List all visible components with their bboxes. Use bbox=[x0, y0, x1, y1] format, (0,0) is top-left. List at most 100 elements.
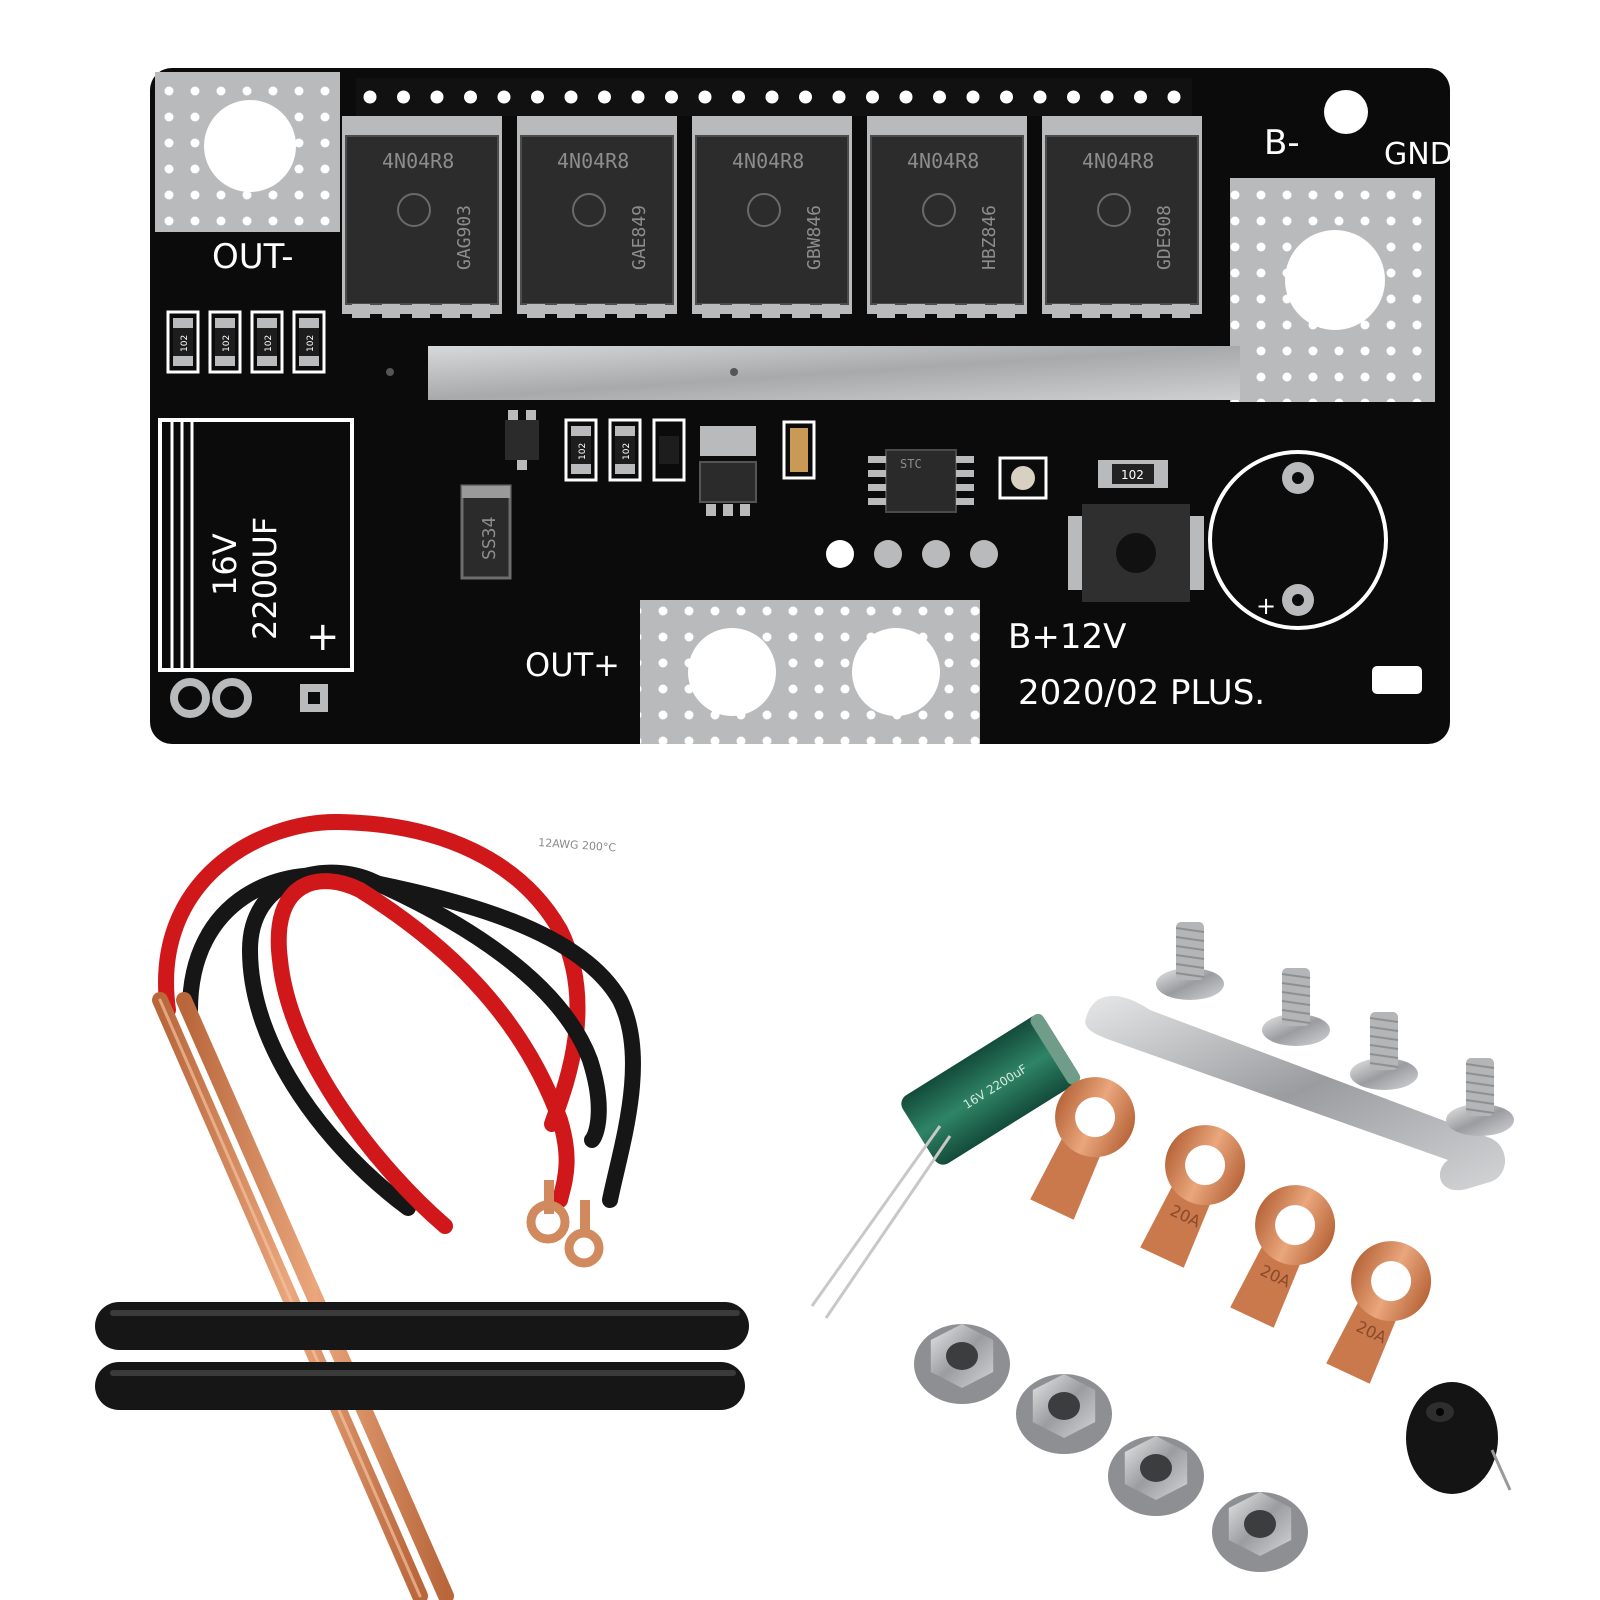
header-hole bbox=[765, 90, 779, 104]
header-hole bbox=[832, 90, 846, 104]
header-hole bbox=[1100, 90, 1114, 104]
mosfet-lot-code: GAE849 bbox=[629, 205, 650, 270]
header-hole bbox=[531, 90, 544, 104]
b-minus-label: B- bbox=[1264, 123, 1300, 163]
version-label: 2020/02 PLUS. bbox=[1018, 673, 1265, 713]
red-wire-short bbox=[270, 873, 575, 1234]
screw-1 bbox=[1156, 922, 1224, 1000]
nut-3 bbox=[1108, 1436, 1204, 1516]
out-minus-terminal-pad bbox=[155, 72, 340, 232]
resistor-code: 102 bbox=[622, 443, 632, 460]
resistor-code: 102 bbox=[180, 335, 190, 352]
resistor-vertical bbox=[782, 420, 816, 480]
screws bbox=[1156, 922, 1514, 1136]
header-hole bbox=[732, 90, 745, 104]
cap-plus-label: + bbox=[306, 614, 340, 660]
mosfet-part-number: 4N04R8 bbox=[907, 149, 979, 173]
tin-bus-bar bbox=[428, 346, 1240, 400]
out-minus-label: OUT- bbox=[212, 237, 294, 277]
wire-ring-terminals bbox=[526, 1180, 604, 1268]
buzzer-plus-label: + bbox=[1256, 592, 1276, 620]
header-hole bbox=[430, 90, 444, 104]
heat-shrink-tubes bbox=[95, 1302, 749, 1410]
heat-shrink-tube-2 bbox=[95, 1362, 745, 1410]
header-hole bbox=[665, 90, 678, 104]
header-hole bbox=[1033, 90, 1047, 104]
mosfet-lot-code: GDE908 bbox=[1154, 205, 1175, 270]
mosfet-part-number: 4N04R8 bbox=[382, 149, 454, 173]
buzzer bbox=[1406, 1382, 1512, 1494]
mounting-hole bbox=[204, 100, 296, 192]
header-hole bbox=[363, 90, 377, 104]
screw-3 bbox=[1350, 1012, 1418, 1090]
mounting-hole bbox=[1285, 230, 1385, 330]
resistor-1: 102 bbox=[166, 310, 200, 374]
header-hole bbox=[1134, 90, 1147, 104]
nickel-strip bbox=[1085, 995, 1505, 1191]
header-hole bbox=[464, 90, 477, 104]
nut-4 bbox=[1212, 1492, 1308, 1572]
header-hole bbox=[966, 90, 980, 104]
mosfet-part-number: 4N04R8 bbox=[732, 149, 804, 173]
ring-lug-2: 20A bbox=[1140, 1125, 1246, 1268]
gnd-terminal-pad bbox=[1230, 90, 1435, 402]
trigger-button bbox=[998, 456, 1204, 602]
b-plus-label: B+12V bbox=[1008, 617, 1126, 657]
header-hole bbox=[1167, 90, 1181, 104]
spot-welder-pcb: 4N04R8GAG9034N04R8GAE8494N04R8GBW8464N04… bbox=[150, 68, 1453, 744]
resistor-2: 102 bbox=[208, 310, 242, 374]
gnd-label: GND bbox=[1384, 137, 1453, 172]
nut-2 bbox=[1016, 1374, 1112, 1454]
smd-capacitor-footprint: 16V 2200UF + bbox=[158, 418, 354, 718]
resistor-6: 102 bbox=[608, 418, 642, 482]
out-plus-label: OUT+ bbox=[525, 646, 620, 684]
header-hole bbox=[1000, 90, 1013, 104]
out-plus-terminal-pads bbox=[640, 600, 980, 744]
heat-shrink-tube-1 bbox=[95, 1302, 749, 1350]
mounting-hole bbox=[1324, 90, 1368, 134]
resistor-3: 102 bbox=[250, 310, 284, 374]
resistor-4: 102 bbox=[292, 310, 326, 374]
mounting-hole bbox=[688, 628, 776, 716]
mosfet-lot-code: GAG903 bbox=[454, 205, 475, 270]
smd-transistor bbox=[505, 410, 539, 470]
header-hole bbox=[497, 90, 511, 104]
header-hole bbox=[631, 90, 645, 104]
mosfet-array: 4N04R8GAG9034N04R8GAE8494N04R8GBW8464N04… bbox=[342, 116, 1202, 318]
resistor-right-code: 102 bbox=[1121, 468, 1144, 482]
ring-lug-3: 20A bbox=[1230, 1185, 1336, 1328]
mosfet-lot-code: HBZ846 bbox=[979, 205, 1000, 270]
cap-voltage-label: 16V bbox=[206, 533, 244, 596]
wire-set: 12AWG 200°C bbox=[152, 813, 641, 1600]
header-hole bbox=[799, 90, 812, 104]
silkscreen-mark bbox=[1372, 666, 1422, 694]
diode-label: SS34 bbox=[479, 517, 500, 560]
black-wire-long bbox=[182, 867, 641, 1208]
electrolytic-capacitor: 16V 2200uF bbox=[810, 1013, 1081, 1319]
wire-print-label: 12AWG 200°C bbox=[538, 836, 617, 854]
smd-diode-small bbox=[652, 418, 686, 482]
programming-pads bbox=[826, 540, 998, 568]
resistor-right: 102 bbox=[1098, 460, 1168, 488]
screw-2 bbox=[1262, 968, 1330, 1046]
screw-4 bbox=[1446, 1058, 1514, 1136]
schottky-diode: SS34 bbox=[460, 484, 512, 580]
mosfet-lot-code: GBW846 bbox=[804, 205, 825, 270]
header-hole bbox=[397, 90, 410, 104]
resistor-5: 102 bbox=[564, 418, 598, 482]
mounting-hole bbox=[852, 628, 940, 716]
header-pad-row bbox=[356, 78, 1192, 116]
voltage-regulator bbox=[699, 426, 757, 516]
mcu-brand-label: STC bbox=[900, 457, 922, 471]
ring-lug-4: 20A bbox=[1326, 1241, 1432, 1384]
header-hole bbox=[698, 90, 712, 104]
cap-value-label: 2200UF bbox=[246, 517, 284, 640]
